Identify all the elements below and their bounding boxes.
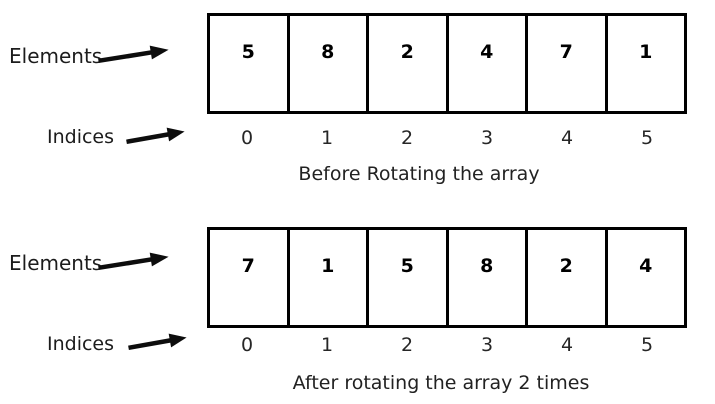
array-before: 5 8 2 4 7 1 [207,13,687,114]
indices-arrow-icon [128,333,187,350]
indices-row-before: 0 1 2 3 4 5 [207,127,687,149]
index-value: 1 [320,334,334,356]
elements-arrow-icon [98,45,169,64]
cell-value: 5 [400,255,414,277]
cell-value: 7 [241,255,255,277]
array-cell: 8 [286,16,367,111]
indices-arrow-icon [126,127,185,144]
cell-value: 7 [559,41,573,63]
array-cell: 1 [604,16,685,111]
indices-row-after: 0 1 2 3 4 5 [207,334,687,356]
array-cell: 7 [210,230,287,325]
cell-value: 8 [321,41,335,63]
array-cell: 5 [366,230,446,325]
indices-label: Indices [47,333,115,355]
elements-label: Elements [9,251,103,275]
index-value: 5 [640,127,654,149]
cell-value: 8 [480,255,494,277]
array-after: 7 1 5 8 2 4 [207,227,687,328]
array-cell: 2 [525,230,605,325]
cell-value: 5 [241,41,255,63]
indices-label: Indices [47,126,115,148]
index-value: 3 [480,127,494,149]
index-value: 2 [400,334,414,356]
array-cell: 8 [445,230,526,325]
array-cell: 5 [210,16,287,111]
array-cell: 7 [525,16,605,111]
array-cell: 2 [366,16,446,111]
cell-value: 4 [639,255,653,277]
index-value: 2 [400,127,414,149]
cell-value: 4 [480,41,494,63]
index-value: 0 [240,127,254,149]
index-value: 1 [320,127,334,149]
array-cell: 4 [604,230,685,325]
array-cell: 1 [286,230,367,325]
index-value: 5 [640,334,654,356]
cell-value: 2 [400,41,414,63]
index-value: 4 [560,127,574,149]
array-cell: 4 [445,16,526,111]
elements-arrow-icon [98,252,169,271]
index-value: 4 [560,334,574,356]
elements-label: Elements [9,44,103,68]
index-value: 3 [480,334,494,356]
cell-value: 1 [639,41,653,63]
caption-after: After rotating the array 2 times [292,372,590,394]
caption-before: Before Rotating the array [298,163,540,185]
cell-value: 1 [321,255,335,277]
index-value: 0 [240,334,254,356]
cell-value: 2 [559,255,573,277]
